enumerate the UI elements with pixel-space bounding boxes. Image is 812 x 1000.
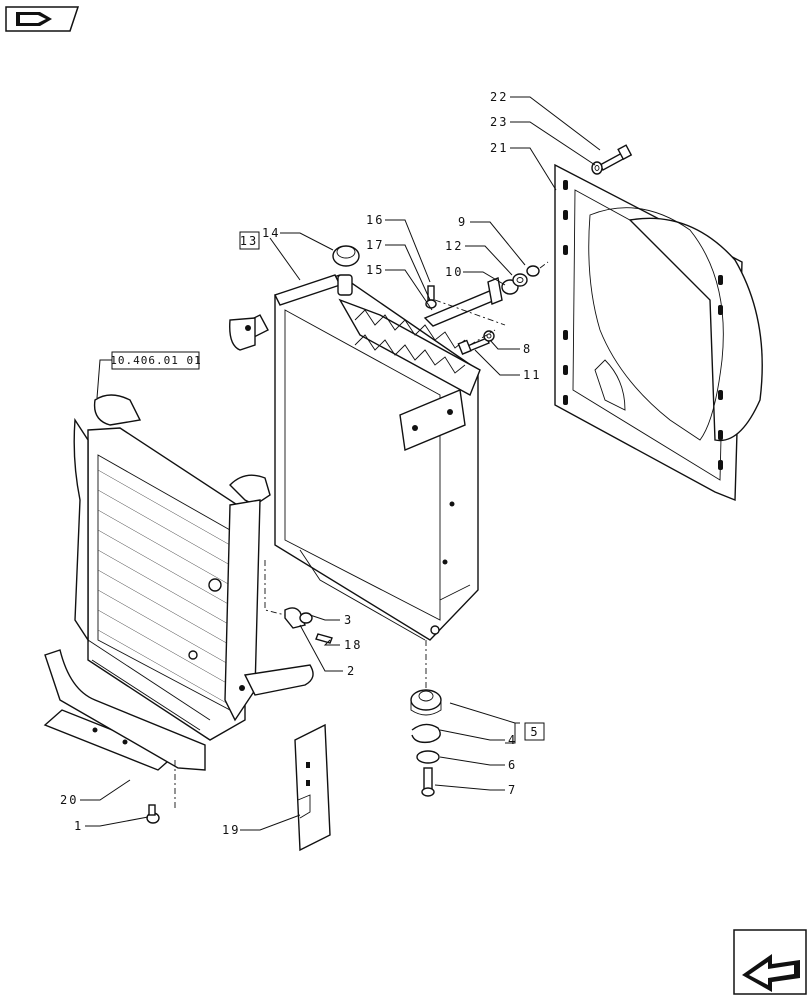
rubber-mount [410, 689, 442, 716]
kit-5-box: 5 [524, 722, 545, 741]
callout-15: 15 [366, 263, 384, 277]
fan-shroud [554, 163, 763, 502]
kit-13-box: 13 [239, 231, 260, 250]
callout-20: 20 [60, 793, 78, 807]
callout-21: 21 [490, 141, 508, 155]
intercooler [73, 394, 314, 741]
sheet-reference-box[interactable]: 10.406.01 01 [110, 351, 201, 370]
sheet-reference-label: 10.406.01 01 [110, 354, 201, 367]
callout-6: 6 [508, 758, 517, 772]
callout-9: 9 [458, 215, 467, 229]
radiator [229, 274, 481, 641]
leader-lines [80, 96, 601, 831]
arrow-back-icon [16, 12, 52, 26]
assembly-centerlines [174, 261, 549, 810]
mounting-bolt [457, 337, 490, 355]
kit-5-label: 5 [530, 725, 539, 739]
callout-18: 18 [344, 638, 362, 652]
callout-1: 1 [74, 819, 83, 833]
lower-deflector [43, 649, 206, 771]
callout-22: 22 [490, 90, 508, 104]
callout-17: 17 [366, 238, 384, 252]
kit-13-label: 13 [240, 234, 258, 248]
callout-11: 11 [523, 368, 541, 382]
bracket-screw [425, 285, 437, 309]
filler-cap [332, 245, 360, 296]
callout-14: 14 [262, 226, 280, 240]
mount-bolt [421, 767, 435, 797]
shroud-bolt [599, 144, 633, 171]
callout-12: 12 [445, 239, 463, 253]
callout-8: 8 [523, 342, 532, 356]
clamp-washer [299, 612, 313, 624]
forward-nav-button[interactable] [733, 929, 807, 995]
callout-2: 2 [347, 664, 356, 678]
mount-washer [416, 750, 440, 764]
callout-4: 4 [508, 733, 517, 747]
arrow-forward-icon [742, 954, 800, 992]
callout-3: 3 [344, 613, 353, 627]
deflector-screw [146, 804, 160, 824]
callout-labels: 22 23 21 9 12 10 16 17 15 14 8 11 3 18 2… [60, 90, 541, 837]
mounting-washer [483, 330, 495, 342]
snap-ring [411, 723, 441, 744]
callout-23: 23 [490, 115, 508, 129]
rubber-grommets [501, 265, 540, 295]
callout-16: 16 [366, 213, 384, 227]
back-nav-button[interactable] [5, 6, 80, 32]
mounting-bracket [423, 277, 503, 327]
callout-19: 19 [222, 823, 240, 837]
hose-clamp [284, 607, 306, 629]
callout-7: 7 [508, 783, 517, 797]
clamp-screw [315, 633, 333, 644]
support-plate [294, 723, 331, 852]
callout-10: 10 [445, 265, 463, 279]
